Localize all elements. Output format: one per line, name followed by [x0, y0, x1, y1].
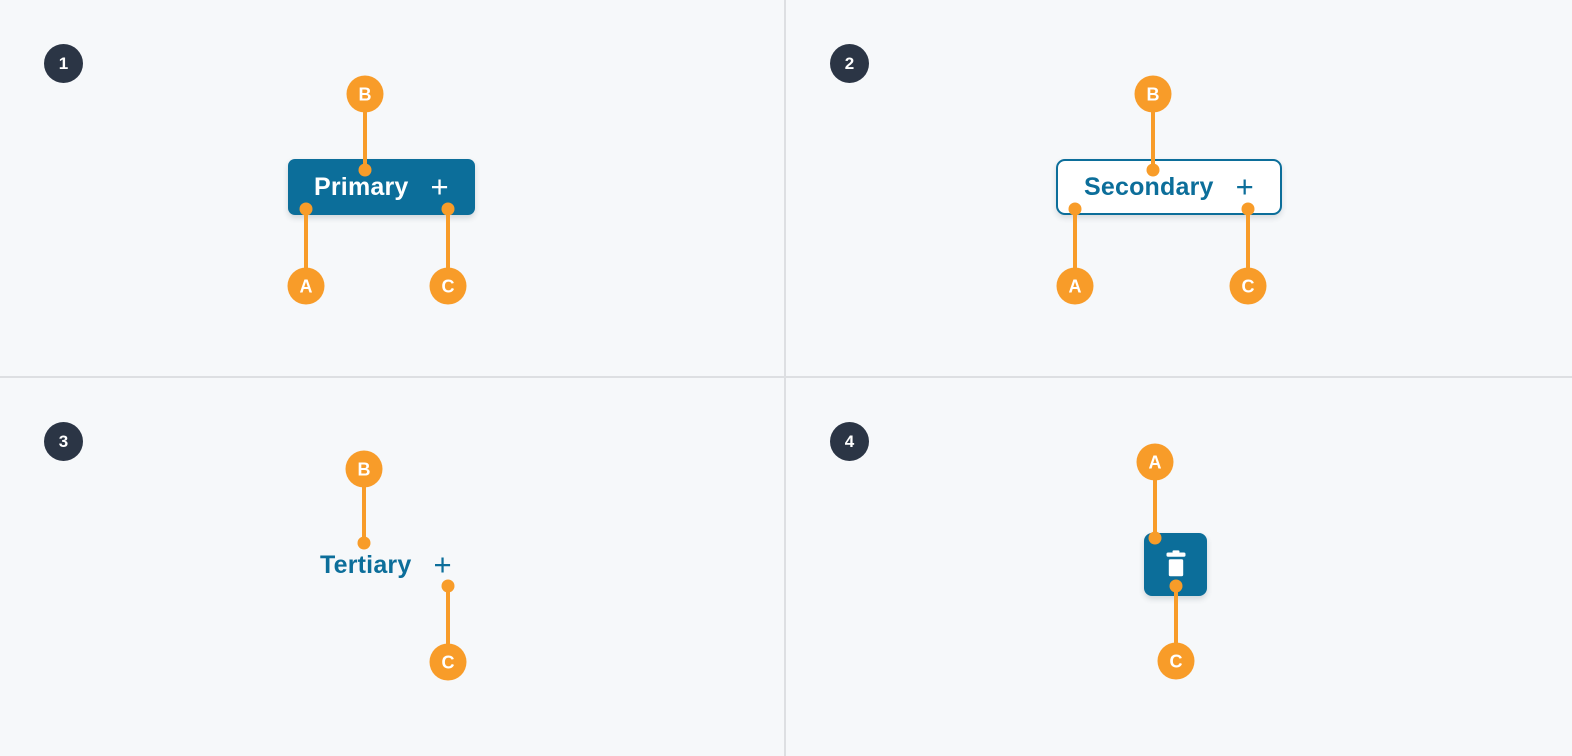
primary-button-label: Primary	[314, 172, 409, 201]
plus-icon: +	[433, 546, 452, 582]
annotation-leader-line	[1073, 209, 1077, 286]
tertiary-button[interactable]: Tertiary +	[320, 541, 452, 589]
delete-icon-button[interactable]	[1144, 533, 1207, 596]
panel-number-badge: 1	[44, 44, 83, 83]
primary-button[interactable]: Primary +	[288, 159, 475, 215]
panel-number-badge: 2	[830, 44, 869, 83]
annotation-leader-line	[446, 209, 450, 286]
annotation-leader-line	[446, 586, 450, 662]
annotation-bubble: C	[429, 267, 467, 305]
annotation-bubble: C	[429, 643, 467, 681]
secondary-button-label: Secondary	[1084, 172, 1214, 201]
trash-icon	[1162, 549, 1190, 580]
tertiary-button-label: Tertiary	[320, 550, 412, 579]
annotation-bubble: B	[1134, 75, 1172, 113]
panel-number-badge: 4	[830, 422, 869, 461]
panel-2-secondary: 2 Secondary + B A C	[786, 0, 1572, 378]
panel-4-icon-only: 4 A C	[786, 378, 1572, 756]
plus-icon: +	[430, 168, 449, 204]
annotation-leader-line	[1246, 209, 1250, 286]
annotation-leader-line	[304, 209, 308, 286]
secondary-button[interactable]: Secondary +	[1056, 159, 1282, 215]
plus-icon: +	[1235, 168, 1254, 204]
annotation-bubble: C	[1157, 642, 1195, 680]
annotation-leader-line	[1174, 586, 1178, 661]
annotation-bubble: B	[345, 450, 383, 488]
annotation-bubble: A	[1056, 267, 1094, 305]
annotation-bubble: B	[346, 75, 384, 113]
annotation-bubble: A	[287, 267, 325, 305]
annotation-leader-line	[362, 469, 366, 543]
panel-number-badge: 3	[44, 422, 83, 461]
annotation-bubble: A	[1136, 443, 1174, 481]
panel-1-primary: 1 Primary + B A C	[0, 0, 786, 378]
annotation-leader-line	[1153, 462, 1157, 538]
annotation-bubble: C	[1229, 267, 1267, 305]
panel-3-tertiary: 3 Tertiary + B C	[0, 378, 786, 756]
